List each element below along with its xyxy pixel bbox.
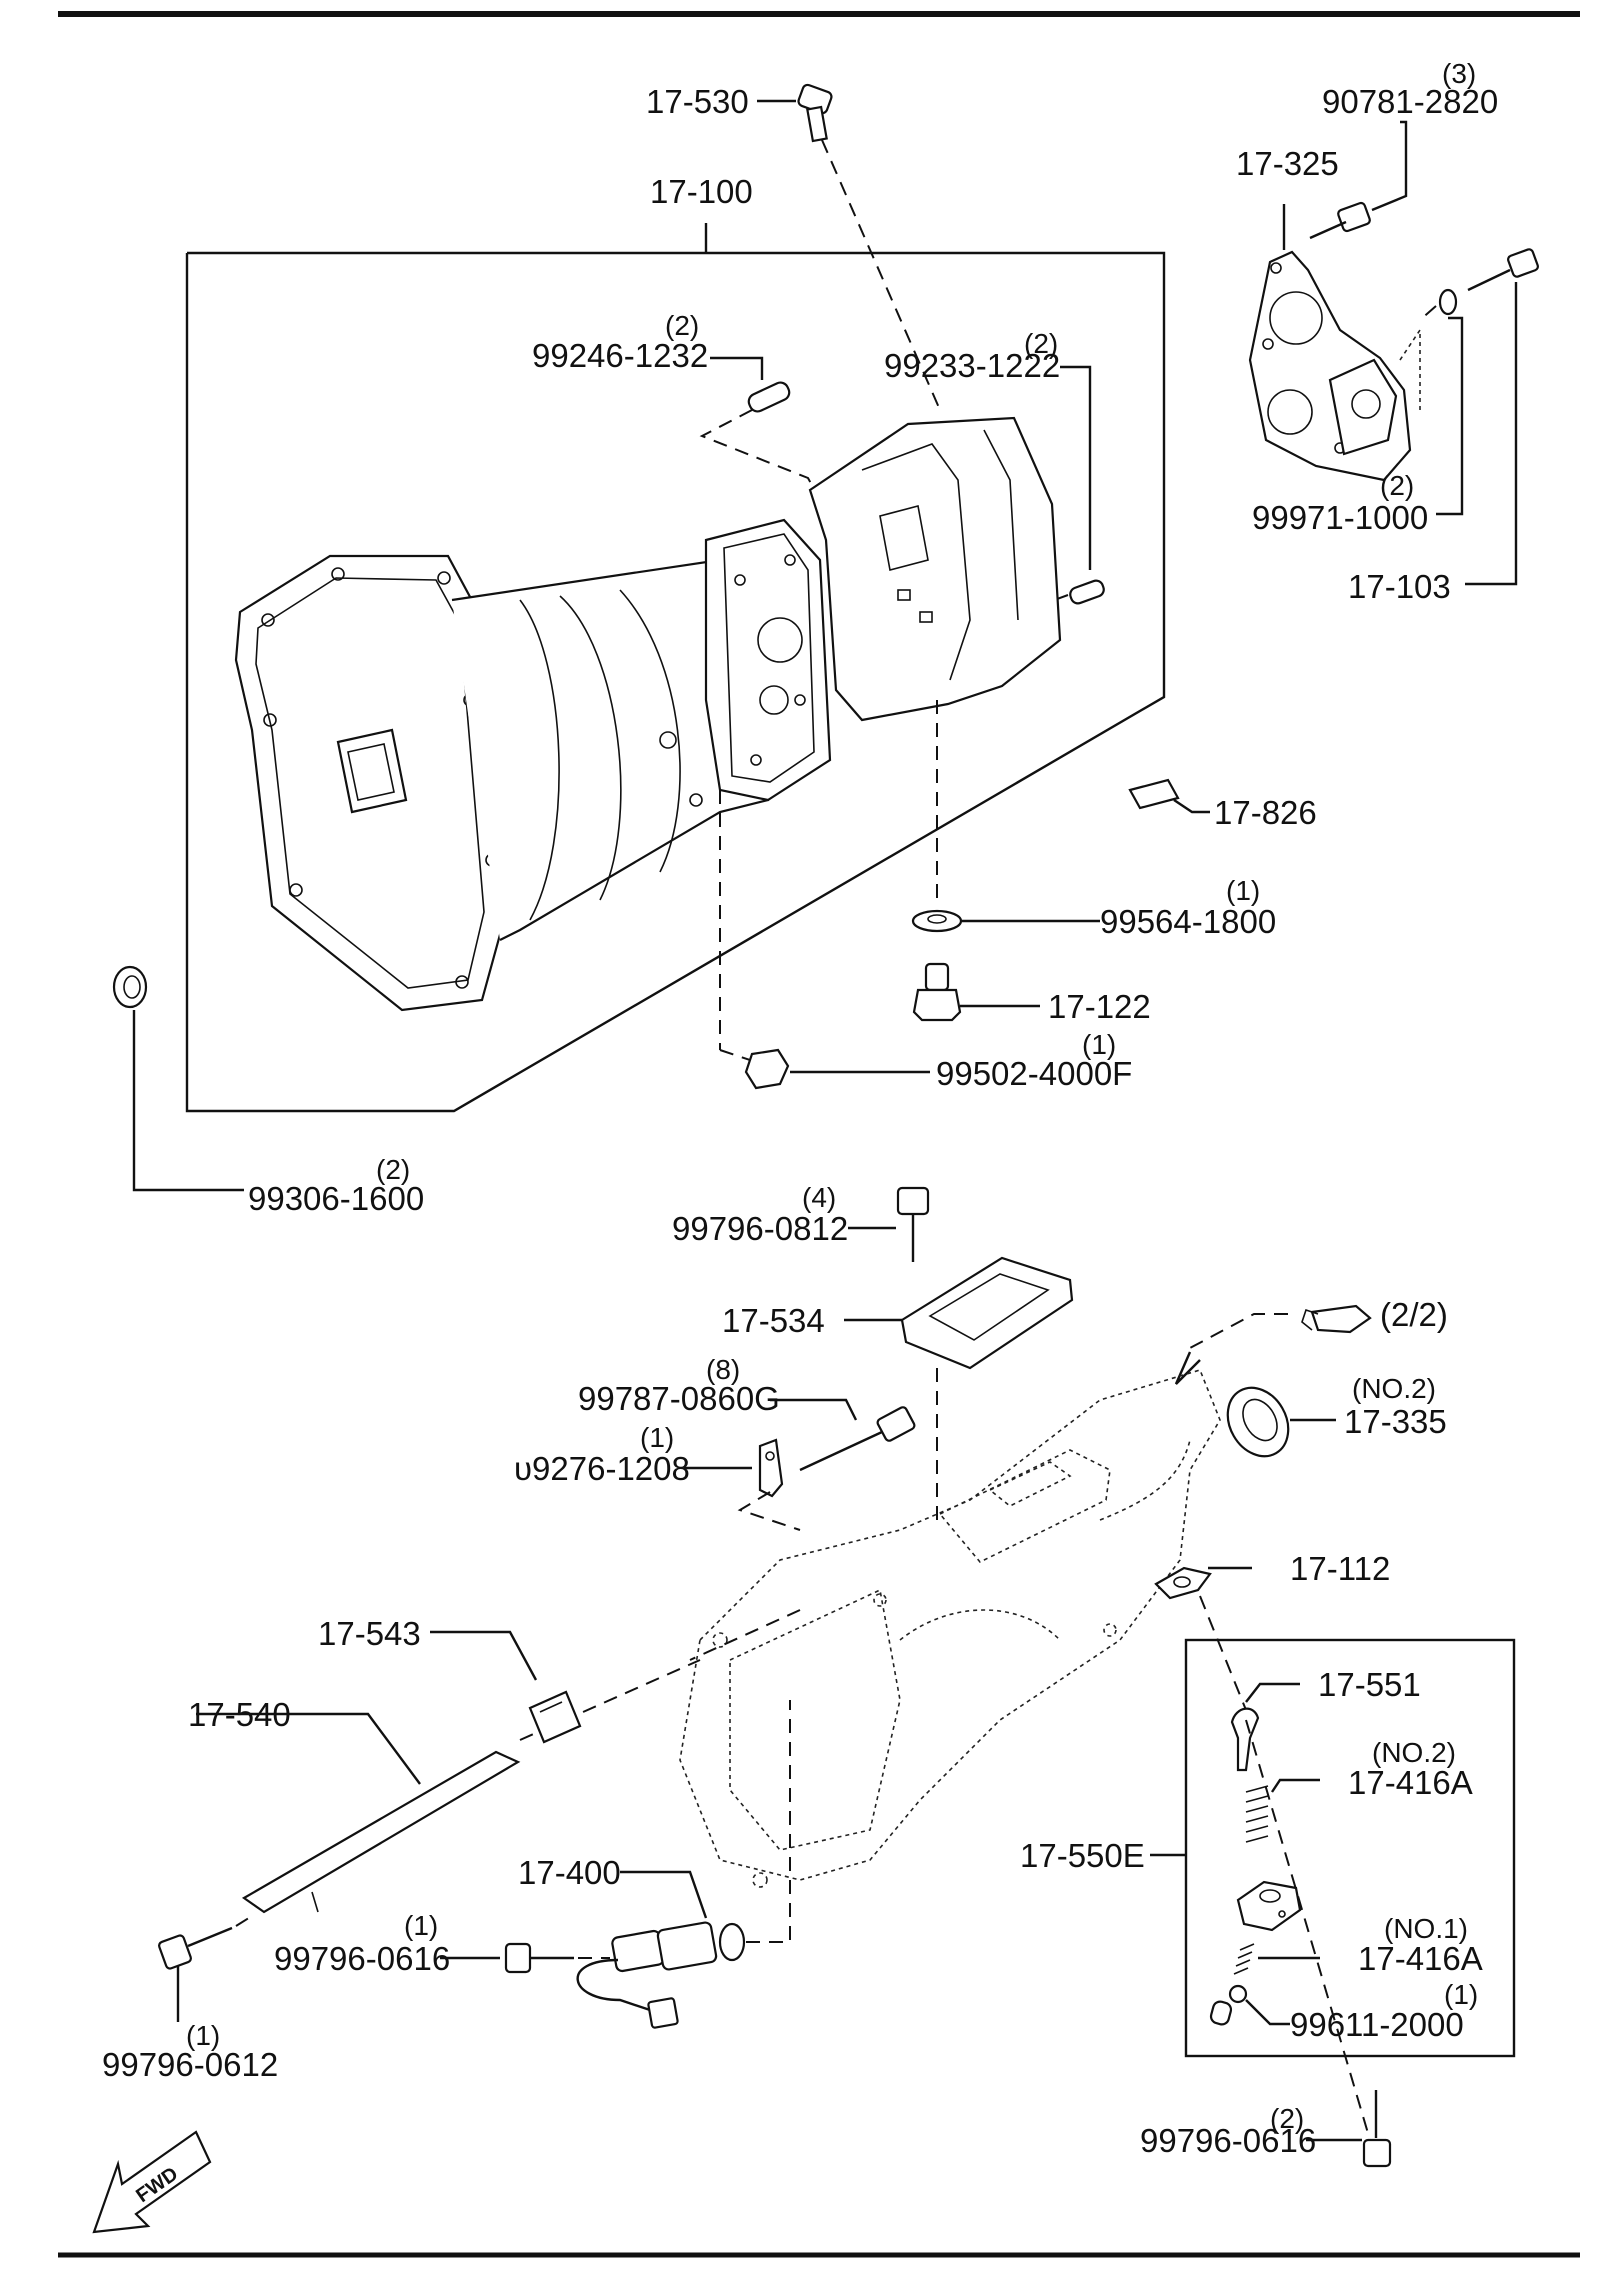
detent-group-box xyxy=(1184,1638,1516,2058)
case-group-outline xyxy=(185,251,1166,1113)
washer-99564 xyxy=(911,700,1100,933)
callout-90781: 90781-2820 xyxy=(1322,83,1498,120)
bolt-90781 xyxy=(1309,120,1408,240)
bracket-17-550e xyxy=(1236,1880,1302,1932)
pointing-hand-icon xyxy=(1174,1304,1372,1385)
pin-17-551 xyxy=(1230,1682,1300,1772)
speed-sensor-17-400 xyxy=(576,1700,791,2029)
callout-99971: 99971-1000 xyxy=(1252,499,1428,536)
callout-99787: 99787-0860G xyxy=(578,1380,780,1417)
qty-99246: (2) xyxy=(665,310,699,341)
callout-17-534: 17-534 xyxy=(722,1302,825,1339)
qty-99502: (1) xyxy=(1082,1029,1116,1060)
qty-99796-0612: (1) xyxy=(186,2020,220,2051)
callout-17-543: 17-543 xyxy=(318,1615,421,1652)
washer-99971 xyxy=(1419,288,1464,516)
bolt-99796-0812 xyxy=(848,1186,930,1262)
callout-17-550e: 17-550E xyxy=(1020,1837,1145,1874)
callout-99246: 99246-1232 xyxy=(532,337,708,374)
qty-99796-0616-b: (2) xyxy=(1270,2103,1304,2134)
callout-99611: 99611-2000 xyxy=(1290,2006,1464,2043)
callout-99796-0812: 99796-0812 xyxy=(672,1210,848,1247)
gasket-17-534 xyxy=(844,1256,1074,1520)
callout-17-103: 17-103 xyxy=(1348,568,1451,605)
qty-17-416a-bot: (NO.1) xyxy=(1384,1913,1468,1944)
callout-17-416a-top: 17-416A xyxy=(1348,1764,1473,1801)
qty-99796-0616-a: (1) xyxy=(404,1910,438,1941)
plug-17-122 xyxy=(912,962,1040,1022)
seal-17-335 xyxy=(1226,1386,1336,1458)
callout-17-335: 17-335 xyxy=(1344,1403,1447,1440)
gasket-17-112 xyxy=(1154,1566,1252,1721)
fwd-arrow-icon: FWD xyxy=(92,2130,212,2234)
label-17-826 xyxy=(1128,778,1210,814)
qty-99564: (1) xyxy=(1226,875,1260,906)
bolt-99796-0616-a xyxy=(440,1942,610,1974)
callout-17-325: 17-325 xyxy=(1236,145,1339,182)
qty-99276: (1) xyxy=(640,1422,674,1453)
bolt-99796-0616-b xyxy=(1306,2090,1392,2168)
qty-99971: (2) xyxy=(1380,470,1414,501)
callout-17-112: 17-112 xyxy=(1290,1550,1390,1587)
pin-99246 xyxy=(699,356,821,501)
qty-99796-0812: (4) xyxy=(802,1182,836,1213)
qty-17-416a-top: (NO.2) xyxy=(1372,1737,1456,1768)
callout-99796-0616-a: 99796-0616 xyxy=(274,1940,450,1977)
bolt-17-103 xyxy=(1465,248,1539,586)
callout-99233: 99233-1222 xyxy=(884,347,1060,384)
qty-99787: (8) xyxy=(706,1354,740,1385)
seal-99306 xyxy=(112,965,244,1192)
callout-17-416a-bot: 17-416A xyxy=(1358,1940,1483,1977)
qty-99306: (2) xyxy=(376,1154,410,1185)
callout-17-540: 17-540 xyxy=(188,1696,291,1733)
callout-17-530: 17-530 xyxy=(646,83,749,120)
qty-90781: (3) xyxy=(1442,58,1476,89)
reference-2-of-2: (2/2) xyxy=(1380,1296,1448,1333)
ball-99611 xyxy=(1209,1984,1290,2026)
callout-99564: 99564-1800 xyxy=(1100,903,1276,940)
bolt-17-530 xyxy=(757,83,941,411)
callout-17-122: 17-122 xyxy=(1048,988,1151,1025)
qty-17-335: (NO.2) xyxy=(1352,1373,1436,1404)
callout-99306: 99306-1600 xyxy=(248,1180,424,1217)
slider-17-543 xyxy=(430,1630,582,1744)
rear-cover-17-325 xyxy=(1248,204,1421,482)
extension-housing xyxy=(679,1369,1221,1888)
callout-17-551: 17-551 xyxy=(1318,1666,1421,1703)
bracket-99276 xyxy=(684,1438,801,1531)
callout-17-826: 17-826 xyxy=(1214,794,1317,831)
callout-99796-0616-b: 99796-0616 xyxy=(1140,2122,1316,2159)
callout-99796-0612: 99796-0612 xyxy=(102,2046,278,2083)
callout-99276: υ9276-1208 xyxy=(514,1450,690,1487)
qty-99611: (1) xyxy=(1444,1979,1478,2010)
spring-17-416a-top xyxy=(1245,1778,1320,1843)
transmission-case xyxy=(234,416,1062,1012)
qty-99233: (2) xyxy=(1024,328,1058,359)
callout-17-100: 17-100 xyxy=(650,173,753,210)
bolt-99796-0612 xyxy=(158,1915,253,2022)
spring-17-416a-bot xyxy=(1233,1943,1320,1975)
callout-99502: 99502-4000F xyxy=(936,1055,1132,1092)
callout-17-400: 17-400 xyxy=(518,1854,621,1891)
plug-99502 xyxy=(719,790,930,1090)
bolt-99787 xyxy=(770,1398,916,1472)
